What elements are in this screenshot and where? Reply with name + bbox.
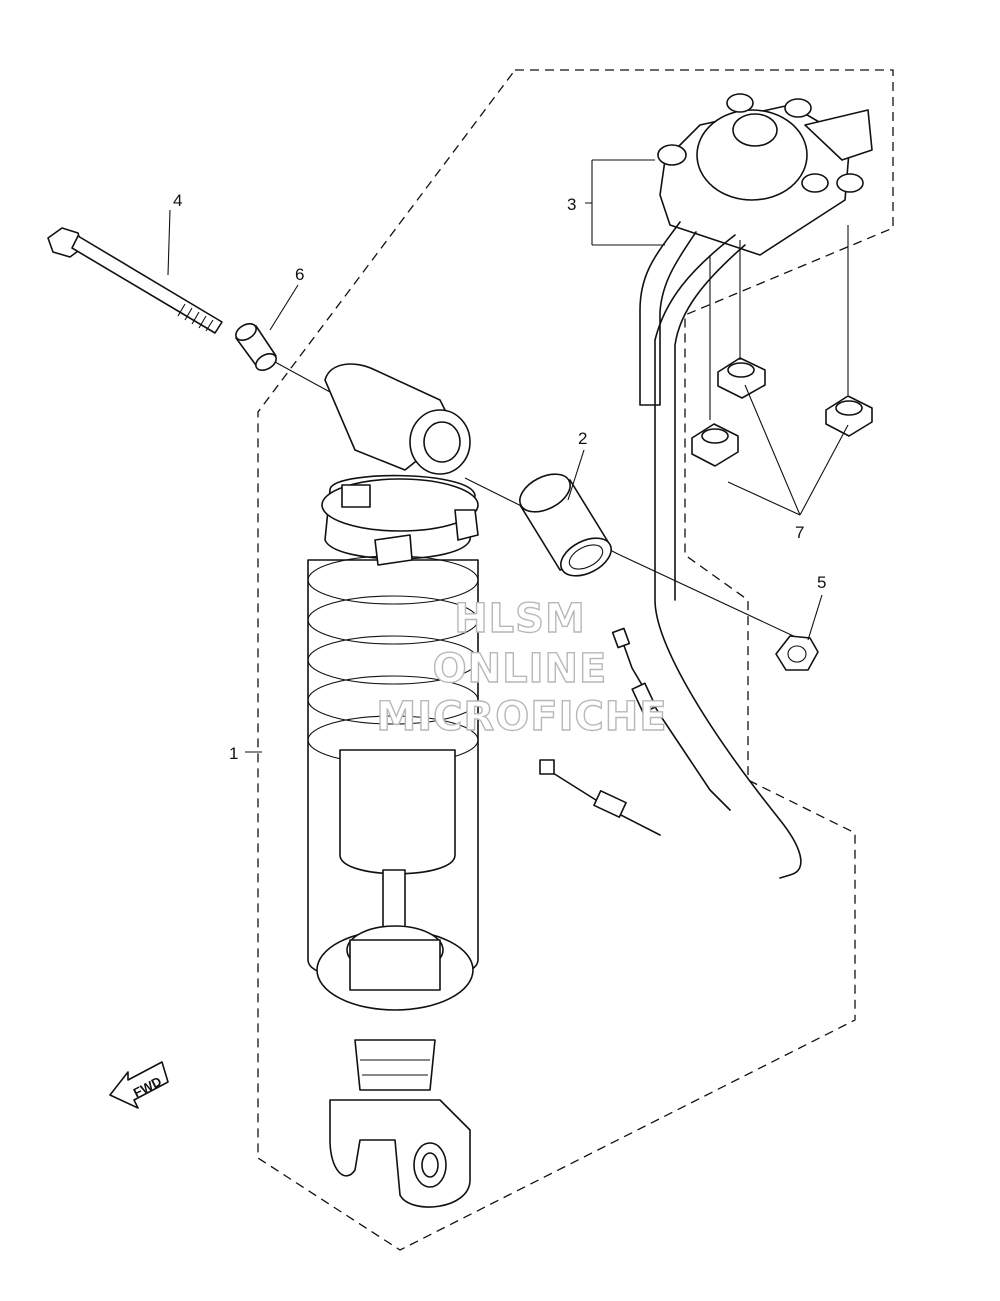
fwd-arrow-icon: FWD xyxy=(109,1061,169,1109)
preload-adjuster xyxy=(639,93,873,879)
bolt-axis-line xyxy=(274,361,803,641)
callout-3: 3 xyxy=(567,195,576,214)
bushing xyxy=(519,473,612,577)
nut xyxy=(775,635,819,671)
shock-absorber xyxy=(307,363,479,1208)
callout-4: 4 xyxy=(173,191,182,210)
callouts: 4 6 2 3 5 7 1 xyxy=(173,191,826,763)
callout-2: 2 xyxy=(578,429,587,448)
bolt xyxy=(47,227,223,334)
callout-1: 1 xyxy=(229,744,238,763)
callout-7: 7 xyxy=(795,523,804,542)
callout-5: 5 xyxy=(817,573,826,592)
callout-6: 6 xyxy=(295,265,304,284)
cables xyxy=(539,627,731,836)
collar xyxy=(235,323,277,371)
watermark-line-2: ONLINE xyxy=(433,646,608,692)
watermark-line-1: HLSM xyxy=(454,596,586,642)
watermark-line-3: MICROFICHE xyxy=(376,694,667,740)
nuts xyxy=(691,357,873,467)
watermark: HLSM ONLINE MICROFICHE xyxy=(376,595,668,740)
leader-lines xyxy=(167,159,849,753)
